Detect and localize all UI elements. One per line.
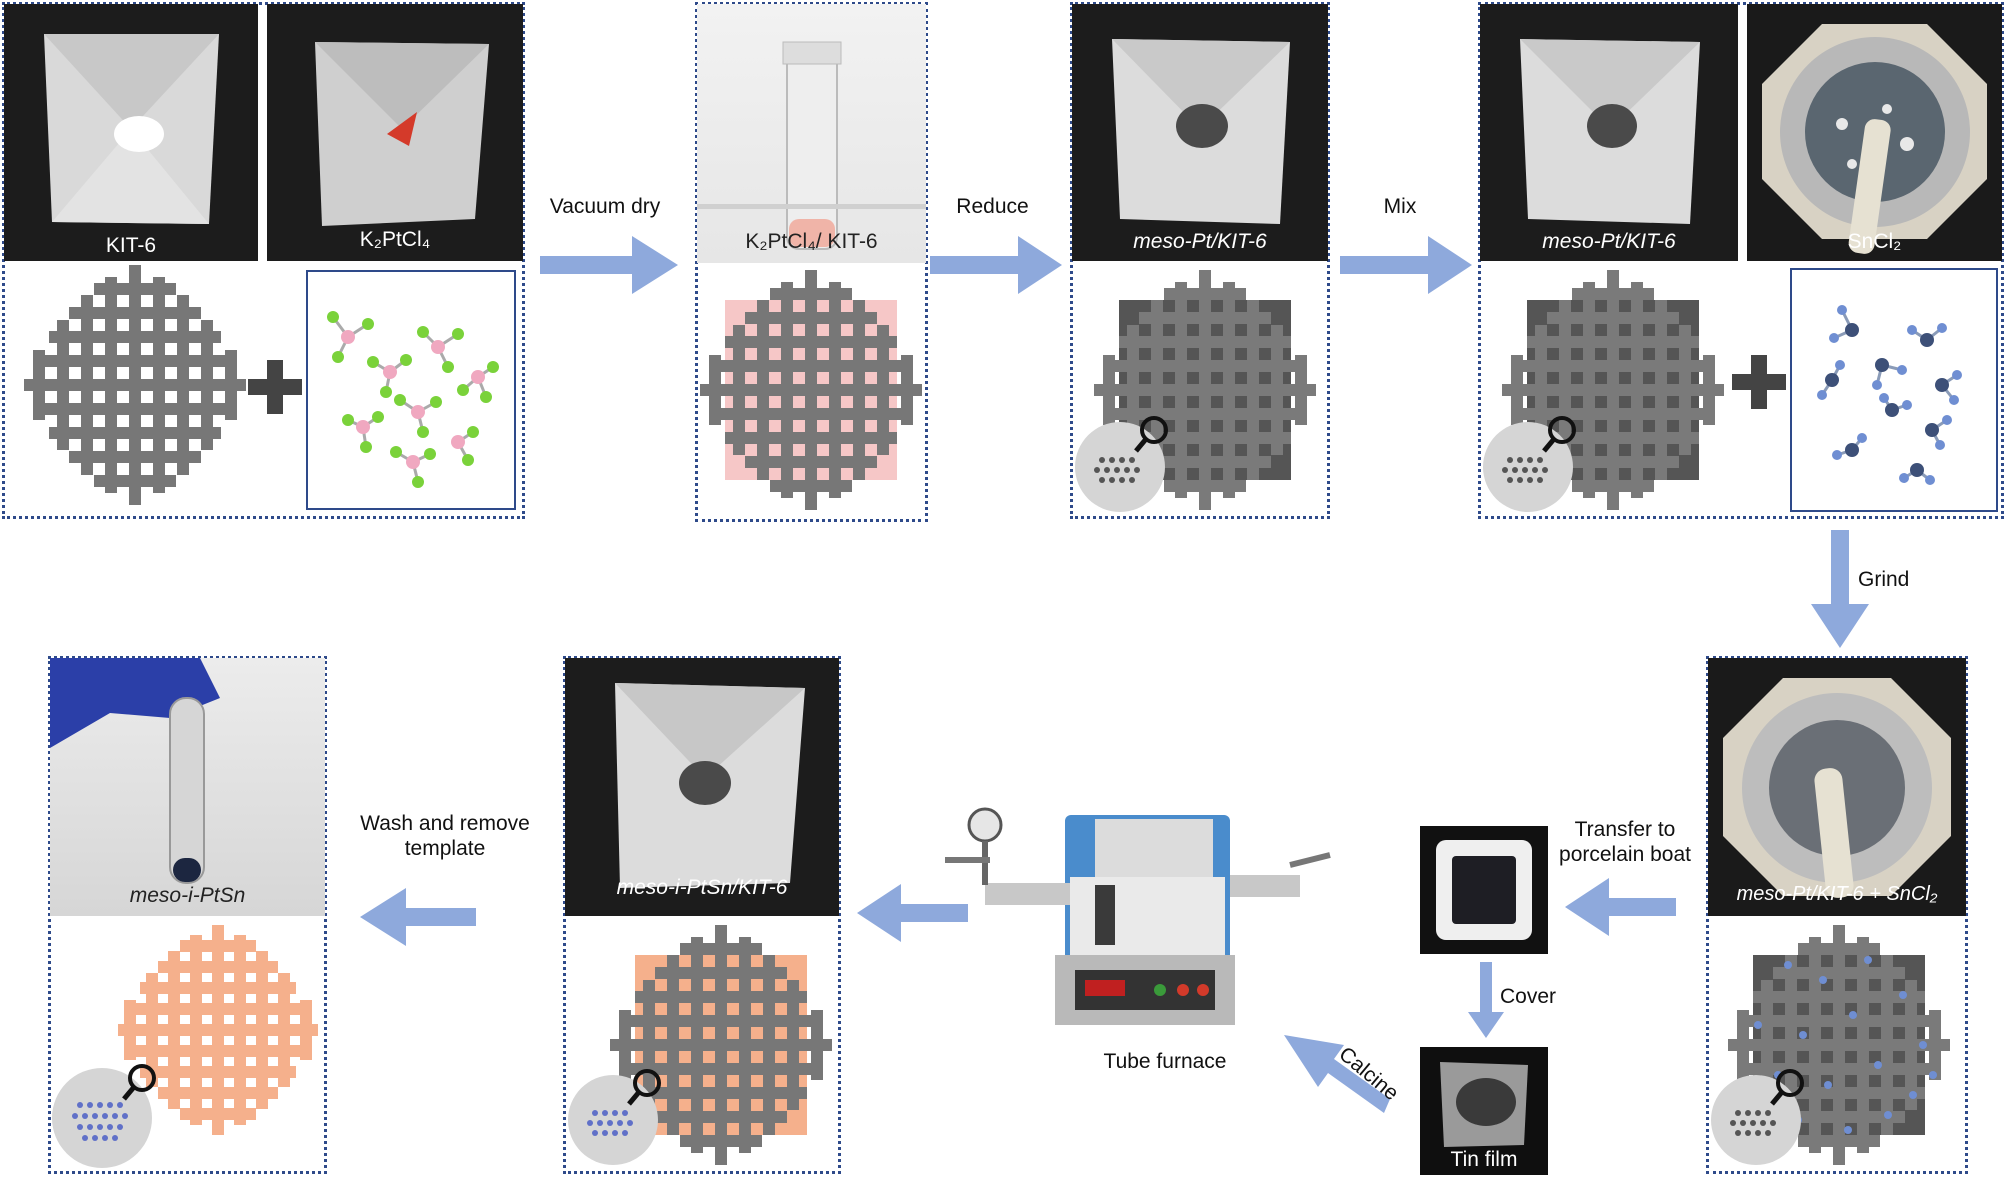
photo-sncl2-mortar — [1747, 4, 2002, 261]
weighing-paper-dark-icon — [1112, 39, 1290, 224]
plus-icon — [248, 360, 302, 414]
pink-filled-grid — [700, 270, 922, 510]
weighing-paper-red-icon — [315, 42, 489, 226]
sncl2-molecule-icons — [1817, 305, 1962, 485]
photo-meso-i-ptsn-kit6 — [565, 658, 839, 916]
magnifier-icon — [52, 1064, 156, 1168]
weighing-paper-dark-icon — [1520, 39, 1700, 224]
tin-film-icon — [1440, 1062, 1528, 1147]
k2ptcl4-caption: K₂PtCl₄ — [359, 228, 431, 251]
ptcl4-molecule-icons — [327, 311, 499, 488]
kit6-caption: KIT-6 — [105, 234, 157, 257]
panel-ground-mixture — [1706, 656, 1968, 1174]
photo-ground-mortar — [1708, 658, 1966, 916]
arrow-down-icon — [1811, 530, 1869, 648]
magnifier-icon — [568, 1069, 661, 1165]
step-wash-label-1: Wash and remove — [360, 812, 530, 835]
arrow-right-icon — [930, 236, 1062, 294]
orange-framework-grid — [118, 925, 318, 1135]
sncl2-caption: SnCl₂ — [1847, 230, 1902, 253]
photo-tin-film — [1420, 1047, 1548, 1175]
photo-porcelain-boat — [1420, 826, 1548, 954]
porcelain-boat-icon — [1436, 840, 1532, 940]
kit6-silica-grid — [24, 265, 246, 505]
sncl2-molecules-box — [1790, 268, 1998, 512]
step-transfer-label-1: Transfer to — [1574, 818, 1676, 841]
step-mix-label: Mix — [1383, 195, 1417, 218]
panel-meso-pt-kit6 — [1070, 2, 1330, 519]
tube-furnace-label: Tube furnace — [1103, 1050, 1227, 1073]
k2ptcl4-molecules-box — [306, 270, 516, 510]
tube-furnace-icon — [945, 807, 1331, 1025]
photo-kit6 — [4, 4, 258, 261]
arrow-right-icon — [540, 236, 678, 294]
step-reduce-label: Reduce — [956, 195, 1029, 218]
arrow-diagonal-icon — [1284, 1035, 1390, 1113]
photo-k2ptcl4 — [267, 4, 523, 261]
orange-filled-grid — [610, 925, 832, 1165]
meso-i-ptsn-caption: meso-i-PtSn — [129, 884, 246, 907]
meso-pt-kit6-caption-2: meso-Pt/KIT-6 — [1542, 230, 1676, 253]
meso-pt-kit6-caption: meso-Pt/KIT-6 — [1133, 230, 1267, 253]
arrow-down-icon — [1468, 962, 1504, 1038]
panel-kit6-k2ptcl4 — [2, 2, 525, 519]
magnifier-icon — [1075, 416, 1168, 512]
weighing-paper-icon — [44, 34, 219, 224]
panel-meso-pt-sncl2 — [1478, 2, 2004, 519]
magnifier-icon — [1711, 1069, 1804, 1165]
meso-i-ptsn-kit6-caption: meso-i-PtSn/KIT-6 — [616, 876, 788, 899]
arrow-left-icon — [857, 884, 968, 942]
arrow-right-icon — [1340, 236, 1472, 294]
panel-k2ptcl4-kit6 — [695, 2, 928, 522]
k2ptcl4-kit6-caption: K₂PtCl₄/ KIT-6 — [745, 230, 878, 253]
photo-meso-pt-2 — [1480, 4, 1738, 261]
panel-meso-i-ptsn-kit6 — [563, 656, 841, 1174]
ground-mixture-caption: meso-Pt/KIT-6 + SnCl₂ — [1736, 883, 1938, 905]
weighing-paper-dark-icon — [615, 683, 805, 888]
photo-vial — [697, 4, 926, 263]
vial-icon — [697, 41, 926, 250]
plus-icon — [1732, 355, 1786, 409]
tin-film-caption: Tin film — [1450, 1148, 1518, 1171]
arrow-left-icon — [360, 888, 476, 946]
step-cover-label: Cover — [1500, 985, 1557, 1008]
step-transfer-label-2: porcelain boat — [1559, 843, 1691, 866]
arrow-left-icon — [1565, 878, 1676, 936]
step-grind-label: Grind — [1858, 568, 1910, 591]
magnifier-icon — [1483, 416, 1576, 512]
mortar-icon — [1723, 678, 1951, 898]
photo-meso-i-ptsn — [50, 658, 325, 916]
mortar-icon — [1762, 24, 1987, 254]
photo-meso-pt — [1072, 4, 1328, 261]
step-vacuum-dry-label: Vacuum dry — [549, 195, 661, 218]
test-tube-glove-icon — [50, 658, 220, 884]
step-wash-label-2: template — [404, 837, 486, 860]
panel-meso-i-ptsn — [48, 656, 327, 1174]
